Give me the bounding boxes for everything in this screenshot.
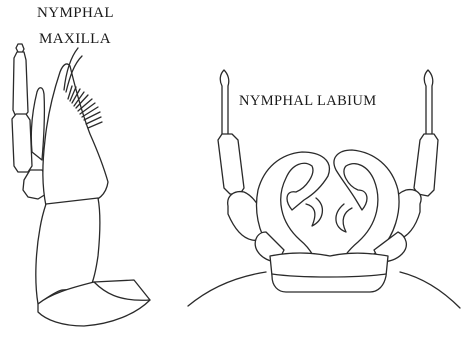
labium-left-palp-distal bbox=[220, 70, 229, 136]
maxilla-title-line2: MAXILLA bbox=[39, 29, 111, 49]
labium-right-palp-distal bbox=[424, 70, 433, 136]
maxilla-palp-segment-3 bbox=[12, 114, 32, 172]
maxilla-palp-segment-2 bbox=[13, 52, 28, 117]
labium-title: NYMPHAL LABIUM bbox=[239, 91, 377, 111]
maxilla-drawing bbox=[12, 44, 150, 326]
labium-submentum bbox=[270, 253, 388, 292]
labium-head-outline bbox=[188, 272, 266, 306]
maxilla-title-line1: NYMPHAL bbox=[37, 3, 114, 23]
labium-right-palp-middle bbox=[414, 134, 438, 196]
maxilla-galea bbox=[31, 88, 44, 160]
labium-head-outline-right bbox=[400, 272, 460, 308]
labium-left-palp-middle bbox=[218, 134, 244, 194]
labium-left-hook bbox=[306, 198, 322, 226]
maxilla-lacinia bbox=[43, 64, 108, 206]
labium-right-hook bbox=[336, 204, 352, 232]
